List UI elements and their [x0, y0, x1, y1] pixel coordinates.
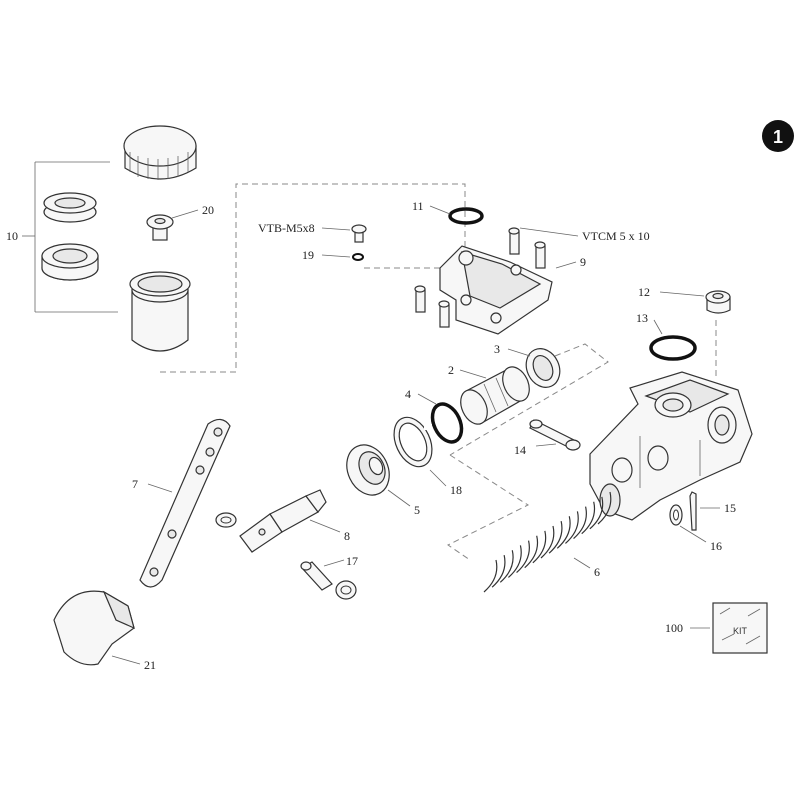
- part-20-plug: [146, 214, 174, 241]
- kit-label: KIT: [733, 626, 748, 636]
- callout-20: 20: [202, 203, 214, 217]
- callout-9: 9: [580, 255, 586, 269]
- callout-100: 100: [665, 621, 683, 635]
- callout-2: 2: [448, 363, 454, 377]
- part-12-plug: [705, 290, 731, 314]
- part-2-piston: [460, 366, 530, 425]
- part-18-circlip: [393, 416, 433, 468]
- reservoir-body: [129, 271, 191, 352]
- callout-12: 12: [638, 285, 650, 299]
- seal-ring-lower: [41, 243, 99, 281]
- callout-3: 3: [494, 342, 500, 356]
- callout-15: 15: [724, 501, 736, 515]
- part-17-clevis-pin: [300, 561, 333, 591]
- reservoir-cap: [123, 125, 197, 180]
- callout-6: 6: [594, 565, 600, 579]
- part-100-kit-box: KIT: [712, 602, 768, 654]
- badge-number: 1: [773, 127, 783, 147]
- callout-vtcm: VTCM 5 x 10: [582, 229, 650, 243]
- part-6-spring: [483, 491, 612, 593]
- figure-number-badge: 1: [762, 120, 794, 152]
- part-4-oring: [430, 402, 464, 444]
- callout-vtb: VTB-M5x8: [258, 221, 315, 235]
- part-16-washer: [669, 504, 683, 526]
- callout-4: 4: [405, 387, 411, 401]
- spring-clip-upper: [215, 512, 237, 528]
- part-5-piston-cup: [346, 444, 390, 496]
- callout-17: 17: [346, 554, 358, 568]
- callout-19: 19: [302, 248, 314, 262]
- part-7-lever-link: [139, 418, 231, 588]
- callout-13: 13: [636, 311, 648, 325]
- callout-7: 7: [132, 477, 138, 491]
- callout-18: 18: [450, 483, 462, 497]
- part-21-boot: [53, 590, 135, 666]
- part-13-oring: [649, 335, 697, 361]
- vtcm-screws: [414, 227, 546, 328]
- part-3-seal: [525, 348, 561, 388]
- vtb-screw: [351, 224, 367, 243]
- part-14-pin: [529, 419, 581, 451]
- seal-ring-upper: [43, 192, 97, 223]
- part-8-push-rod: [239, 489, 327, 553]
- part-11-oring: [448, 207, 484, 225]
- callout-5: 5: [414, 503, 420, 517]
- part-19-oring: [352, 253, 364, 261]
- spring-clip-lower: [335, 580, 357, 600]
- part-9-mount-block: [439, 245, 553, 335]
- bracket-group-10: [22, 161, 118, 313]
- callout-16: 16: [710, 539, 722, 553]
- callout-21: 21: [144, 658, 156, 672]
- master-cylinder-body: [589, 371, 753, 521]
- callout-11: 11: [412, 199, 424, 213]
- callout-10: 10: [6, 229, 18, 243]
- callout-8: 8: [344, 529, 350, 543]
- part-15-cotter-pin: [689, 491, 697, 531]
- callout-14: 14: [514, 443, 526, 457]
